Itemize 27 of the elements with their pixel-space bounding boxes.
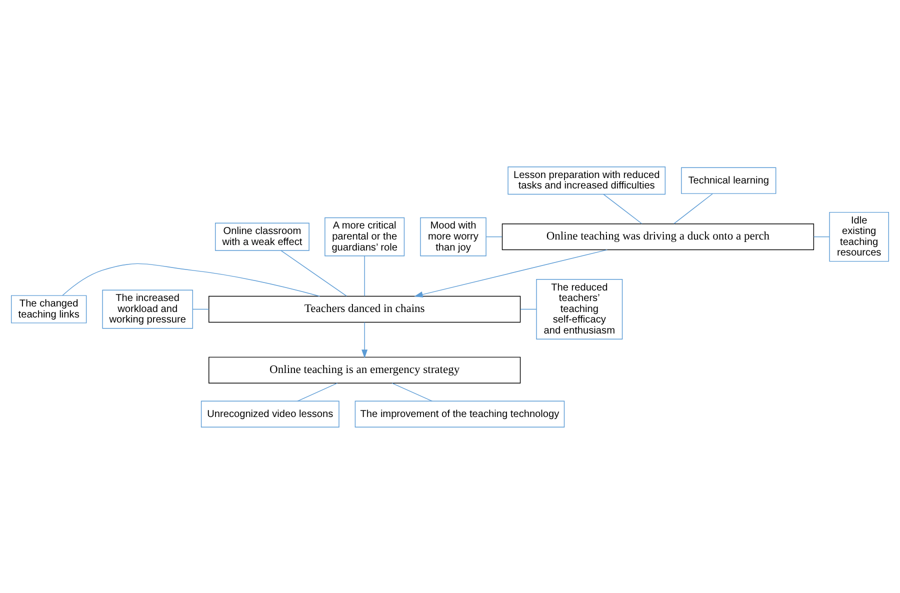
connector bbox=[280, 250, 347, 296]
node-box: Mood with more worry than joy bbox=[420, 216, 486, 256]
connector bbox=[297, 382, 338, 401]
node-box: Online teaching is an emergency strategy bbox=[208, 356, 521, 383]
connector bbox=[192, 308, 210, 310]
node-box: The reduced teachers’ teaching self-efficacy and enthusiasm bbox=[536, 278, 623, 340]
connector bbox=[603, 193, 642, 224]
node-box: Idle existing teaching resources bbox=[829, 211, 889, 262]
node-box: Online teaching was driving a duck onto a perch bbox=[502, 222, 814, 250]
node-box: Unrecognized video lessons bbox=[200, 400, 340, 427]
node-box: Online classroom with a weak effect bbox=[215, 222, 310, 250]
node-box: Technical learning bbox=[681, 166, 776, 194]
connector bbox=[364, 255, 365, 296]
connector bbox=[486, 236, 502, 237]
node-box: The changed teaching links bbox=[11, 294, 87, 323]
node-box: The improvement of the teaching technology bbox=[354, 400, 565, 427]
node-box: A more critical parental or the guardians’ role bbox=[324, 216, 405, 256]
connector bbox=[674, 192, 713, 224]
node-box: Lesson preparation with reduced tasks and increased difficulties bbox=[508, 166, 666, 194]
connector bbox=[813, 236, 830, 237]
connector bbox=[62, 262, 320, 296]
connector bbox=[520, 308, 537, 310]
connector bbox=[392, 382, 433, 401]
arrow bbox=[414, 248, 608, 297]
node-box: The increased workload and working pressure bbox=[102, 289, 194, 328]
node-box: Teachers danced in chains bbox=[208, 295, 521, 322]
arrow bbox=[362, 321, 368, 358]
